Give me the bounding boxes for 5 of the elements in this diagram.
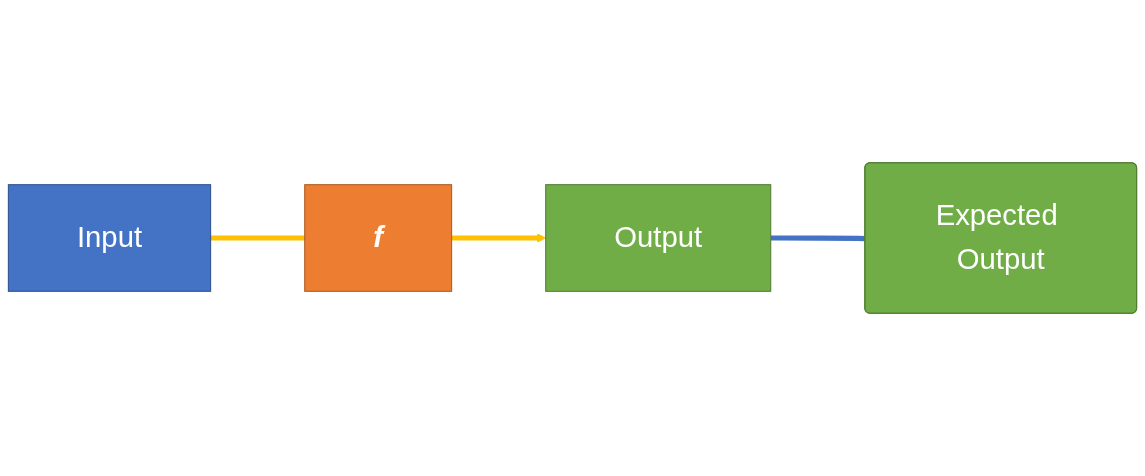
connector	[210, 235, 305, 241]
node-box: Output	[545, 184, 772, 292]
node-box: f	[304, 184, 453, 292]
node-box: Input	[7, 184, 212, 292]
connector	[770, 235, 866, 242]
